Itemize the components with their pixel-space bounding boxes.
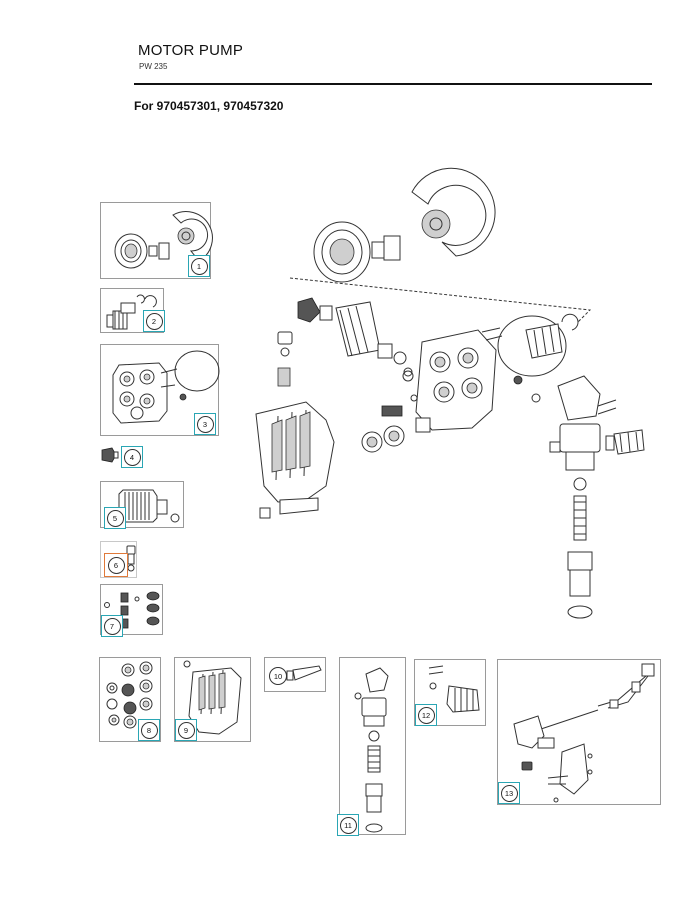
page-title: MOTOR PUMP <box>138 42 244 59</box>
callout-5-number: 5 <box>106 509 124 527</box>
part-11-drawing <box>354 667 389 833</box>
part-9-drawing <box>183 660 242 735</box>
part-panel-10[interactable]: 10 <box>264 657 326 692</box>
part-2-drawing <box>106 294 157 330</box>
drive-bearing-assembly <box>313 167 496 283</box>
callout-13-number: 13 <box>500 784 518 802</box>
part-panel-7[interactable]: 7 <box>100 584 163 637</box>
callout-4[interactable]: 4 <box>121 446 143 468</box>
part-panel-12[interactable]: 12 <box>414 659 486 726</box>
callout-1-number: 1 <box>190 257 208 275</box>
part-5-drawing <box>118 489 180 523</box>
part-3-drawing <box>112 350 220 424</box>
pump-head <box>403 313 579 431</box>
callout-11-number: 11 <box>339 816 357 834</box>
callout-12-number: 12 <box>417 706 435 724</box>
callout-13[interactable]: 13 <box>498 782 520 804</box>
callout-2-number: 2 <box>145 312 163 330</box>
callout-8-number: 8 <box>140 721 158 739</box>
part-8-drawing <box>106 661 153 729</box>
callout-8[interactable]: 8 <box>138 719 160 741</box>
callout-10[interactable]: 10 <box>269 667 287 685</box>
piston-assembly <box>297 297 414 382</box>
header-divider <box>134 83 652 85</box>
callout-3-number: 3 <box>196 415 214 433</box>
part-4-drawing <box>101 447 119 463</box>
callout-7-number: 7 <box>103 617 121 635</box>
part-panel-1[interactable]: 1 <box>100 202 213 279</box>
callout-3[interactable]: 3 <box>194 413 216 435</box>
callout-7[interactable]: 7 <box>101 615 123 637</box>
part-panel-8[interactable]: 8 <box>99 657 161 742</box>
part-10-drawing <box>286 665 322 681</box>
part-panel-5[interactable]: 5 <box>100 481 184 529</box>
applicable-models: For 970457301, 970457320 <box>134 99 284 113</box>
callout-6[interactable]: 6 <box>104 553 128 577</box>
callout-11[interactable]: 11 <box>337 814 359 836</box>
callout-9[interactable]: 9 <box>175 719 197 741</box>
part-1-drawing <box>114 211 213 269</box>
model-code: PW 235 <box>139 62 168 71</box>
part-panel-11[interactable]: 11 <box>337 657 406 836</box>
part-panel-6[interactable]: 6 <box>100 541 137 578</box>
part-7-drawing <box>104 591 160 629</box>
callout-12[interactable]: 12 <box>415 704 437 726</box>
part-panel-2[interactable]: 2 <box>100 288 165 333</box>
callout-9-number: 9 <box>177 721 195 739</box>
callout-1[interactable]: 1 <box>188 255 210 277</box>
callout-5[interactable]: 5 <box>104 507 126 529</box>
callout-2[interactable]: 2 <box>143 310 165 332</box>
callout-4-number: 4 <box>123 448 141 466</box>
callout-6-number: 6 <box>107 556 125 574</box>
part-panel-3[interactable]: 3 <box>100 344 220 436</box>
part-6-drawing <box>126 545 136 572</box>
part-panel-13[interactable]: 13 <box>497 659 661 805</box>
part-12-drawing <box>428 665 480 713</box>
unloader-valve <box>531 375 645 619</box>
part-panel-9[interactable]: 9 <box>174 657 251 742</box>
part-13-drawing <box>513 663 655 803</box>
manifold-housing <box>255 331 431 519</box>
exploded-assembly-drawing <box>255 167 645 619</box>
